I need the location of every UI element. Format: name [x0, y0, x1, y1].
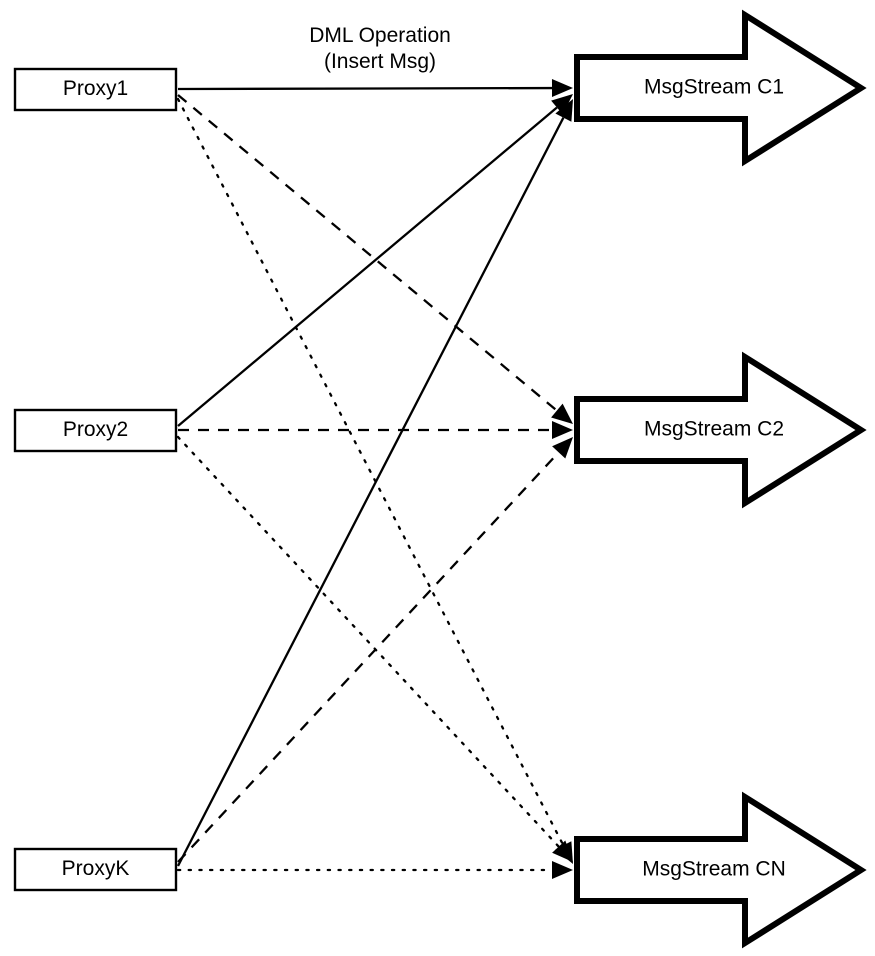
stream-c1-label: MsgStream C1 — [644, 76, 784, 99]
stream-layer: MsgStream C1 MsgStream C2 MsgStream CN — [574, 9, 867, 949]
link-p1-c2 — [177, 94, 558, 412]
proxyk-box — [13, 847, 178, 892]
arrowhead-p2-cn — [552, 840, 573, 862]
link-p1-cn — [176, 97, 565, 847]
proxy1: Proxy1 — [13, 67, 178, 112]
link-pk-c1 — [176, 117, 565, 867]
proxyk-label: ProxyK — [62, 857, 130, 880]
arrowhead-pk-cn — [552, 861, 573, 879]
arrowhead-pk-c1 — [555, 99, 573, 122]
link-p1-c1 — [177, 86, 553, 91]
link-p2-c1 — [177, 106, 558, 427]
stream-cn-shape — [574, 791, 867, 949]
stream-c2-shape — [574, 351, 867, 509]
arrowhead-p1-c2 — [551, 403, 573, 424]
link-pk-c2 — [177, 451, 560, 863]
link-layer — [176, 86, 565, 872]
stream-c1-shape — [574, 9, 867, 167]
link-p2-cn — [176, 435, 560, 848]
arrowhead-p2-c2 — [552, 421, 573, 439]
arrowhead-p2-c1 — [551, 94, 573, 115]
stream-c1: MsgStream C1 — [574, 9, 867, 167]
arrowhead-layer — [551, 79, 573, 879]
caption-layer: DML Operation (Insert Msg) — [309, 24, 451, 73]
proxy2: Proxy2 — [13, 408, 178, 453]
dml-caption: DML Operation (Insert Msg) — [309, 24, 451, 73]
arrowhead-p1-c1 — [551, 79, 573, 98]
proxy2-box — [13, 408, 178, 453]
proxy1-box — [13, 67, 178, 112]
proxy2-label: Proxy2 — [63, 418, 128, 441]
proxyk: ProxyK — [13, 847, 178, 892]
dml-caption-line1: DML Operation — [309, 24, 451, 47]
arrowhead-pk-c2 — [552, 437, 573, 459]
stream-c2: MsgStream C2 — [574, 351, 867, 509]
proxy1-label: Proxy1 — [63, 77, 128, 100]
dml-caption-line2: (Insert Msg) — [324, 50, 436, 73]
stream-c2-label: MsgStream C2 — [644, 418, 784, 441]
stream-cn-label: MsgStream CN — [642, 858, 786, 881]
stream-cn: MsgStream CN — [574, 791, 867, 949]
